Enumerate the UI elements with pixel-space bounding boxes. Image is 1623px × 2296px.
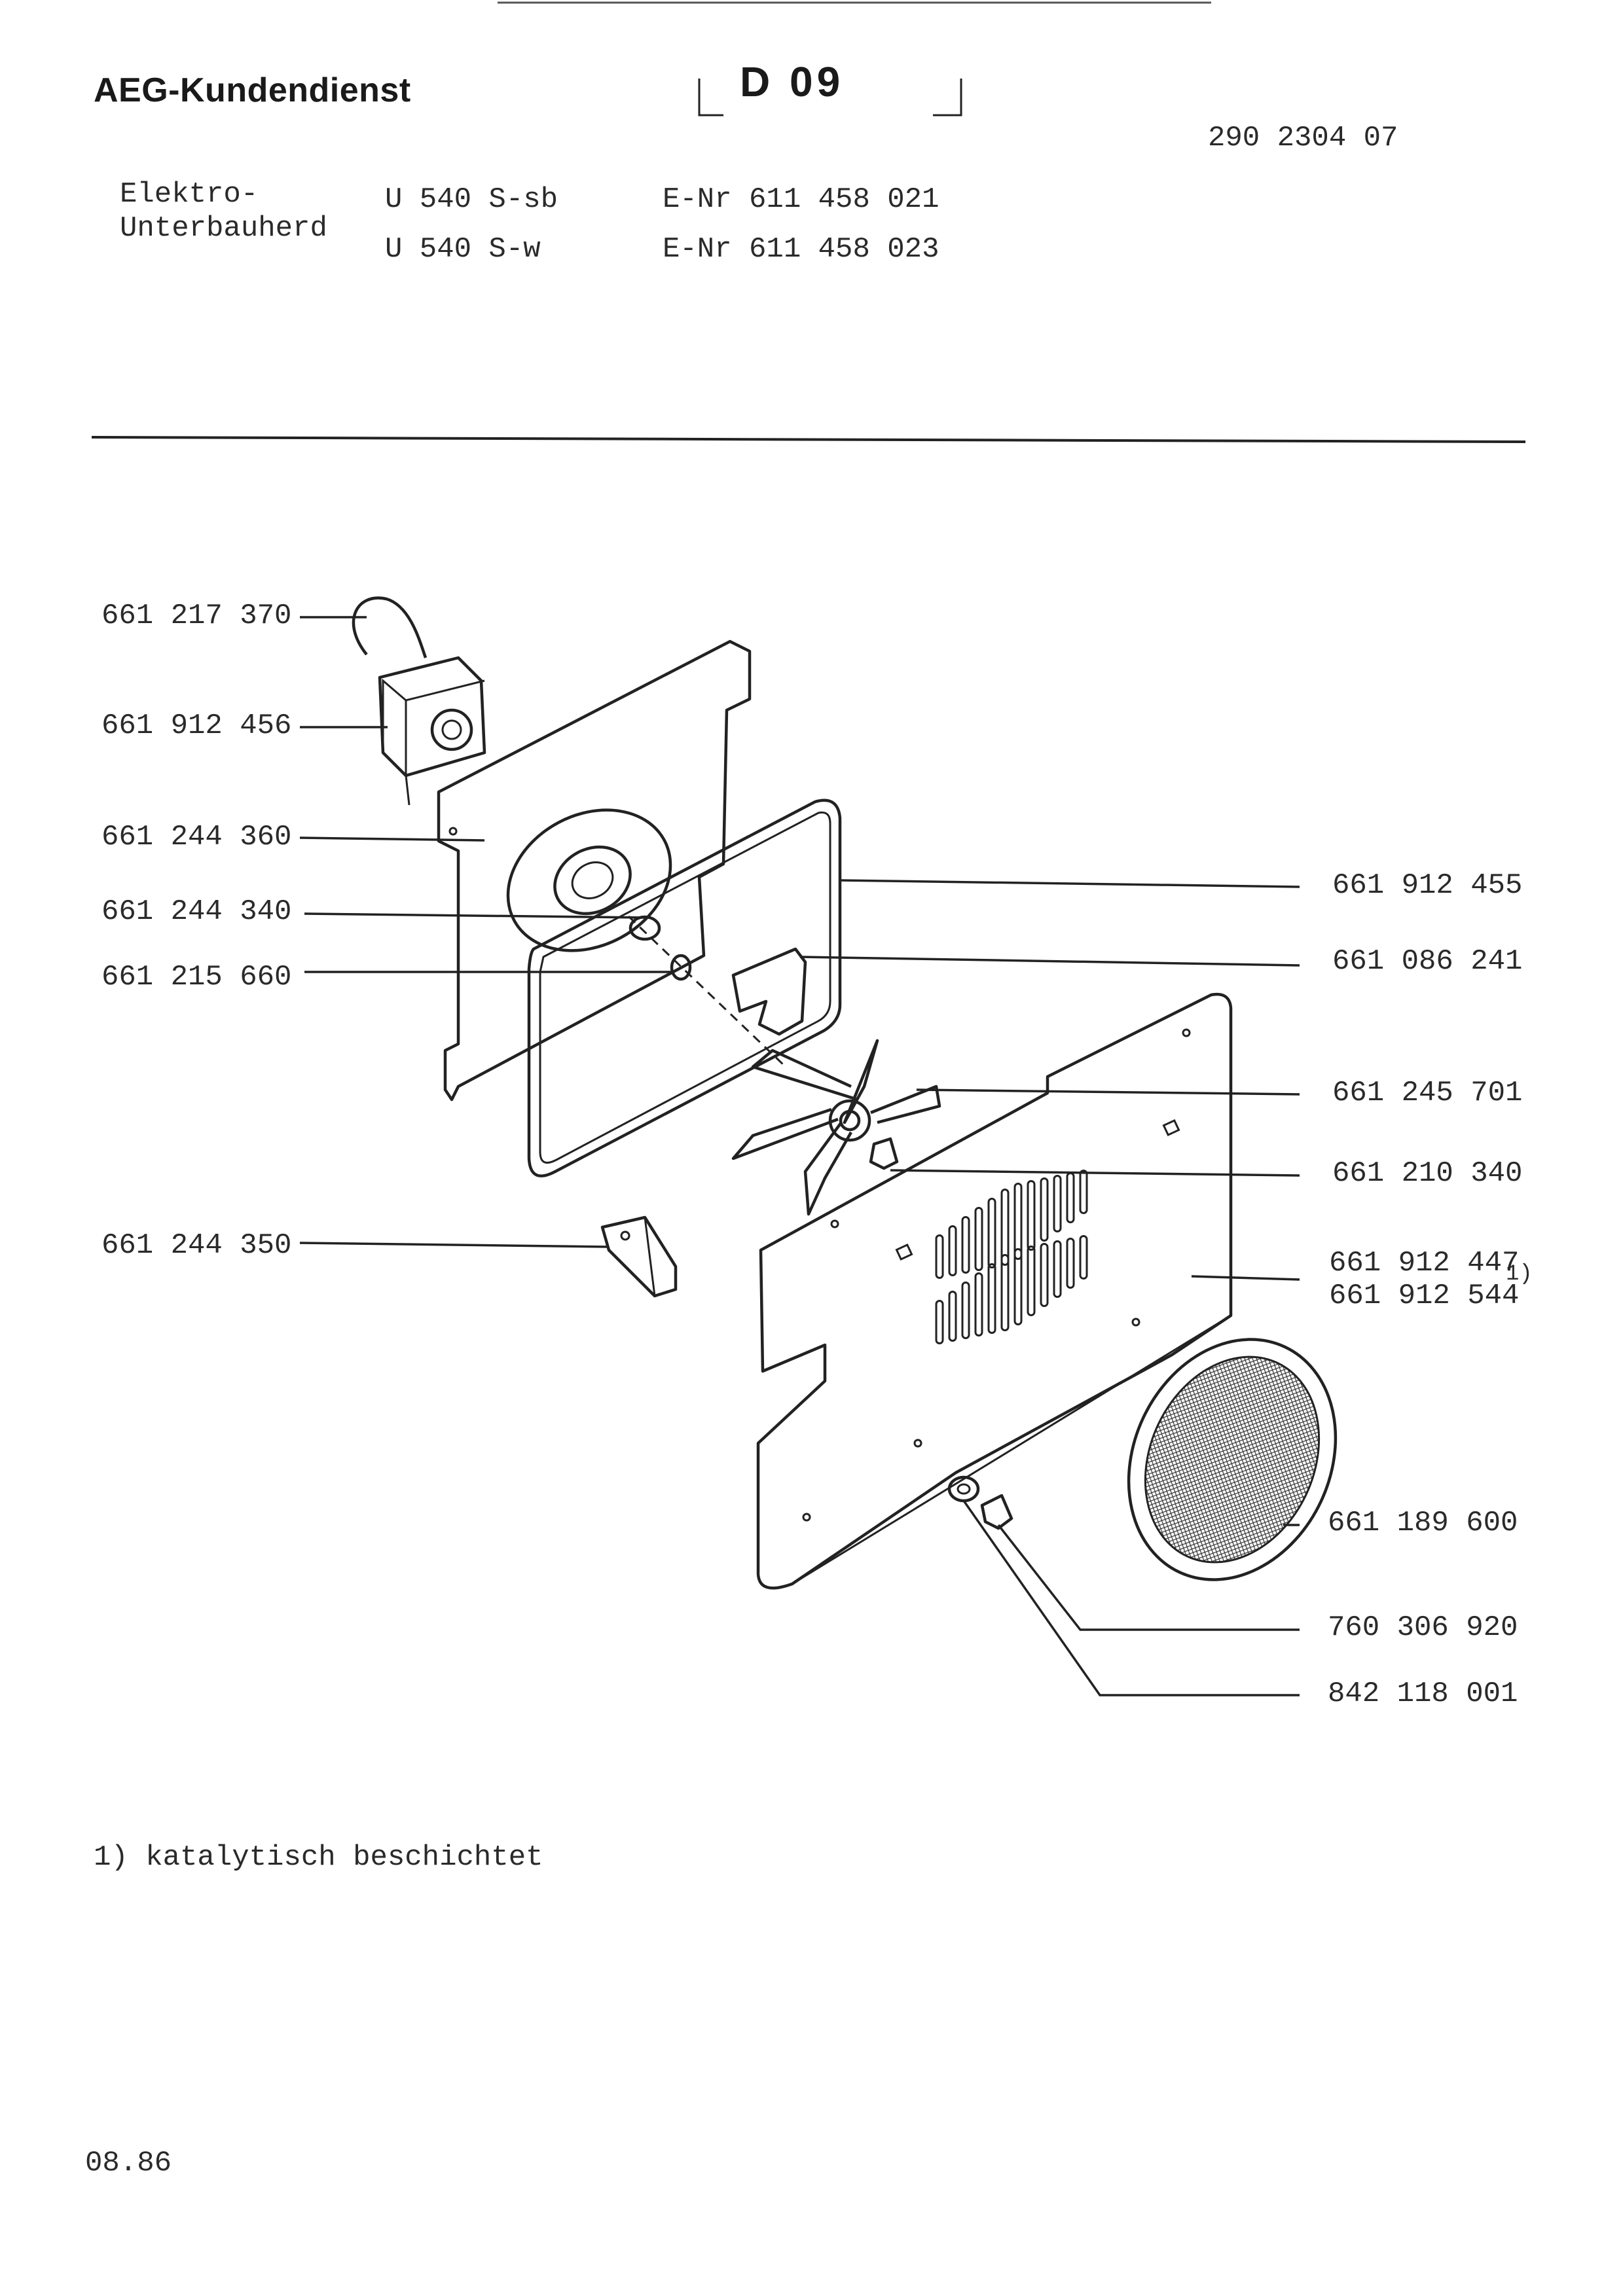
part-label-661912456: 661 912 456 <box>101 709 292 742</box>
enr-2: E-Nr 611 458 023 <box>663 233 939 266</box>
vent-slot <box>1027 1246 1036 1316</box>
section-code-brackets <box>698 79 962 117</box>
catalytic-filter <box>1127 1338 1338 1581</box>
part-label-661210340: 661 210 340 <box>1332 1157 1523 1190</box>
vent-slot <box>1066 1172 1075 1223</box>
vent-slot <box>1040 1243 1049 1307</box>
model-2: U 540 S-w <box>385 233 541 266</box>
part-label-842118001: 842 118 001 <box>1328 1677 1518 1710</box>
motor-cable <box>352 596 428 658</box>
part-label-661244350: 661 244 350 <box>101 1229 292 1262</box>
vent-slots <box>935 1170 1088 1344</box>
part-label-661217370: 661 217 370 <box>101 600 292 632</box>
vent-slot <box>987 1263 996 1334</box>
part-label-760306920: 760 306 920 <box>1328 1611 1518 1644</box>
footnote-text: 1) katalytisch beschichtet <box>94 1841 543 1874</box>
back-plate-hole <box>448 827 458 836</box>
vent-slot <box>1000 1189 1010 1266</box>
part-label-661912455: 661 912 455 <box>1332 869 1523 902</box>
back-plate-ring <box>506 808 672 952</box>
vent-slot <box>948 1225 957 1276</box>
appliance-type-line1: Elektro- <box>120 178 259 211</box>
vent-slot <box>935 1234 944 1279</box>
vent-slot <box>974 1207 983 1271</box>
fan-wheel <box>731 1039 941 1216</box>
assembly-axis <box>627 915 787 1068</box>
vent-slot <box>974 1272 983 1336</box>
fan-nut <box>869 1137 899 1170</box>
section-code: D 09 <box>740 58 845 105</box>
vent-slot <box>1013 1183 1023 1260</box>
date-code: 08.86 <box>85 2147 172 2179</box>
bush <box>670 954 692 981</box>
brand-title: AEG-Kundendienst <box>94 71 411 109</box>
bracket <box>731 947 807 1036</box>
part-label-661912447: 661 912 447 <box>1329 1247 1520 1280</box>
vent-slot <box>1027 1180 1036 1251</box>
doc-number: 290 2304 07 <box>1208 122 1398 154</box>
part-label-661245701: 661 245 701 <box>1332 1077 1523 1109</box>
leader-lines <box>299 616 1300 1696</box>
vent-slot <box>1000 1254 1010 1331</box>
gasket-frame <box>527 798 842 1177</box>
vent-slot <box>1053 1240 1062 1298</box>
vent-slot <box>1079 1235 1088 1280</box>
screw <box>980 1494 1013 1530</box>
header-rules <box>91 1 1526 443</box>
back-plate <box>437 639 752 1102</box>
vent-slot <box>935 1300 944 1344</box>
part-label-661086241: 661 086 241 <box>1332 945 1523 978</box>
part-label-661189600: 661 189 600 <box>1328 1507 1518 1539</box>
panel-holes <box>802 1028 1191 1522</box>
vent-slot <box>961 1216 970 1274</box>
part-label-661912544: 661 912 544 <box>1329 1280 1520 1312</box>
part-label-661215660: 661 215 660 <box>101 961 292 994</box>
vent-slot <box>987 1198 996 1268</box>
screw-washer <box>947 1475 980 1503</box>
rear-cover-panel <box>756 992 1233 1590</box>
vent-slot <box>948 1291 957 1342</box>
vent-slot <box>1013 1248 1023 1325</box>
vent-slot <box>1040 1177 1049 1242</box>
vent-slot <box>1079 1170 1088 1214</box>
fan-motor <box>378 656 486 806</box>
enr-1: E-Nr 611 458 021 <box>663 183 939 216</box>
vent-slot <box>1066 1238 1075 1289</box>
back-plate-hub <box>553 845 632 916</box>
vent-slot <box>1053 1175 1062 1232</box>
footnote-marker: 1) <box>1506 1262 1533 1287</box>
model-1: U 540 S-sb <box>385 183 558 216</box>
appliance-type-line2: Unterbauherd <box>120 212 327 245</box>
angle-bracket <box>600 1215 678 1298</box>
part-label-661244340: 661 244 340 <box>101 895 292 928</box>
vent-slot <box>961 1282 970 1339</box>
part-label-661244360: 661 244 360 <box>101 821 292 853</box>
